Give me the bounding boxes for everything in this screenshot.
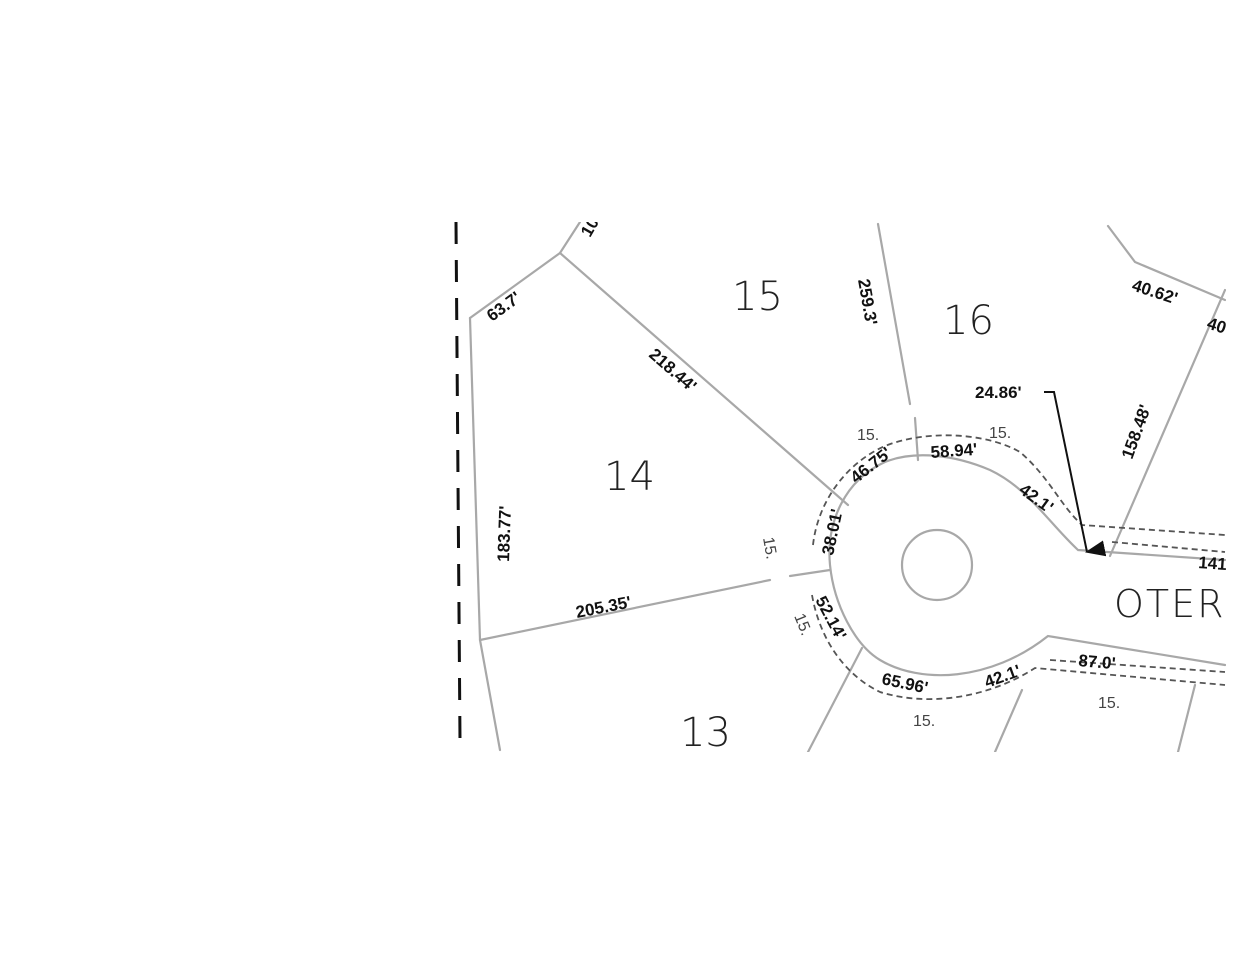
easement-lines [811, 434, 1226, 700]
lot-line-13-14-row [788, 568, 832, 578]
dim-40-62: 40.62' [1130, 276, 1180, 308]
easement-label: 15. [913, 713, 935, 730]
lot-lines [468, 222, 1226, 752]
dim-259-3: 259.3' [854, 277, 881, 326]
lot-line-16-17 [1108, 288, 1226, 558]
easement-label: 15. [759, 536, 780, 561]
dim-183-77: 183.77' [494, 505, 515, 562]
lot-line-14-north [468, 222, 582, 320]
dim-42-1-bottom: 42.1' [982, 661, 1023, 692]
lot-number-15: 15 [732, 274, 783, 320]
dim-38-01: 38.01' [818, 507, 846, 557]
easement-line-north [812, 434, 1226, 546]
subdivision-boundary [454, 222, 462, 741]
dim-87-0: 87.0' [1078, 651, 1117, 673]
easement-line-south [811, 594, 1226, 700]
dim-24-86: 24.86' [975, 383, 1022, 402]
lot-number-13: 13 [680, 710, 731, 756]
easement-label: 15. [790, 611, 814, 638]
easement-label: 15. [1098, 695, 1120, 712]
lot-line-15-16-row [913, 416, 920, 462]
dim-141-cut: 141 [1198, 553, 1228, 574]
dim-40-cut: 40 [1205, 314, 1229, 338]
lot-line-17-north [1106, 224, 1226, 302]
dimension-arrow [1044, 391, 1107, 557]
lot-line-13-12 [806, 646, 864, 752]
lot-line-13-14 [478, 578, 772, 642]
dim-46-75: 46.75' [847, 443, 895, 487]
cul-de-sac-row [828, 454, 1226, 677]
dim-top-cut: 10 [577, 214, 603, 240]
lot-line-14-15 [558, 251, 850, 507]
lot-line-15-16 [876, 222, 912, 406]
lot-number-16: 16 [943, 298, 994, 344]
lot-line-11-10 [1176, 683, 1197, 752]
easement-label: 15. [857, 427, 879, 444]
street-name: OTER [1114, 582, 1226, 626]
dim-158-48: 158.48' [1118, 402, 1155, 461]
easement-line-north-2 [1111, 541, 1226, 553]
easement-label: 15. [989, 425, 1011, 442]
cul-de-sac-island [900, 528, 974, 602]
lot-line-12-11 [993, 688, 1024, 752]
dim-58-94: 58.94' [930, 440, 978, 462]
lot-number-14: 14 [604, 454, 655, 500]
dim-205-35: 205.35' [574, 593, 633, 622]
